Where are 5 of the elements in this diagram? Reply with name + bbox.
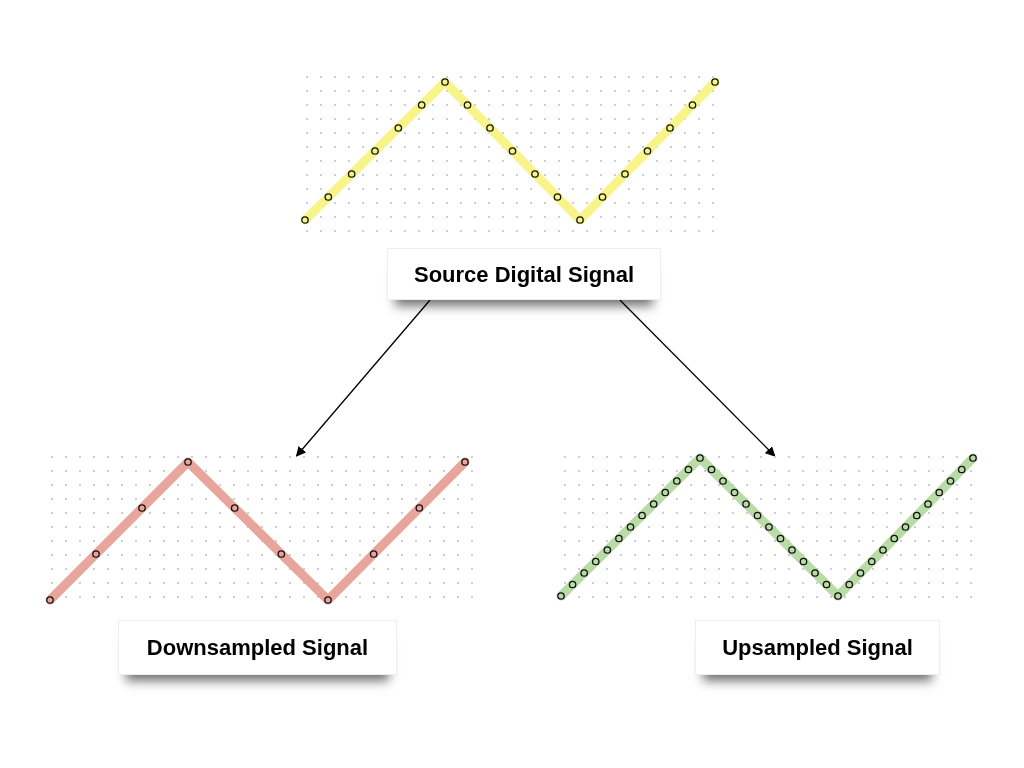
label-box: Upsampled Signal (695, 620, 940, 675)
label-box: Source Digital Signal (387, 248, 661, 300)
label-box: Downsampled Signal (118, 620, 397, 675)
arrow (295, 299, 431, 457)
arrow (619, 299, 776, 457)
